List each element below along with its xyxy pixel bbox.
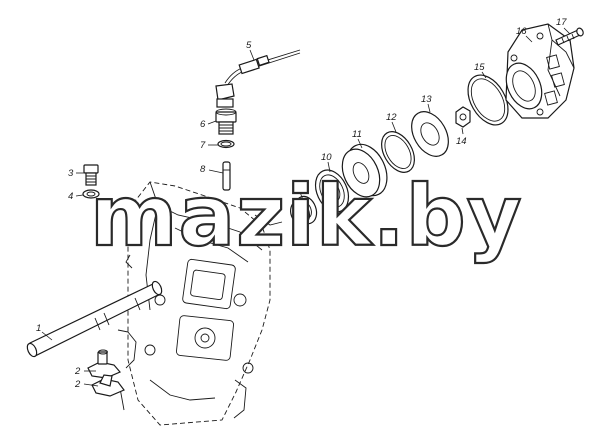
sensor-cable-part-5 <box>215 49 301 108</box>
shift-rod-part-1 <box>26 280 163 358</box>
callout-16: 16 <box>516 26 527 37</box>
o-ring-part-15 <box>467 74 509 126</box>
callout-labels: 1 2 2 3 4 5 6 7 8 9 10 11 12 13 14 15 16… <box>36 17 567 390</box>
disc-part-11 <box>341 143 388 198</box>
callout-17: 17 <box>556 17 567 28</box>
bearing-part-9 <box>289 195 318 226</box>
callout-5: 5 <box>246 40 252 51</box>
fork-part-2-lower <box>91 374 125 397</box>
callout-8: 8 <box>200 164 206 175</box>
callout-11: 11 <box>352 129 362 140</box>
o-ring-part-7 <box>217 139 235 149</box>
callout-2-lower: 2 <box>74 379 81 390</box>
callout-6: 6 <box>200 119 206 130</box>
callout-4: 4 <box>68 191 73 202</box>
nut-part-14 <box>455 106 471 128</box>
watermark-text: mazik.by <box>90 167 523 265</box>
pin-part-8 <box>222 161 231 191</box>
plug-part-3 <box>83 164 99 186</box>
callout-3: 3 <box>68 168 74 179</box>
callout-14: 14 <box>456 136 467 147</box>
gearbox-housing <box>107 181 283 426</box>
fork-part-2-upper <box>87 349 121 379</box>
cover-part-16 <box>505 23 575 119</box>
callout-15: 15 <box>474 62 485 73</box>
callout-10: 10 <box>321 152 332 163</box>
callout-1: 1 <box>36 323 41 334</box>
callout-2-upper: 2 <box>74 366 81 377</box>
ring-part-12 <box>381 131 415 173</box>
sensor-part-6 <box>215 108 237 135</box>
callout-12: 12 <box>386 112 397 123</box>
bolt-part-17 <box>555 27 584 46</box>
callout-7: 7 <box>200 140 206 151</box>
leader-lines <box>41 27 571 387</box>
seal-part-10 <box>314 169 350 213</box>
disc-part-13 <box>411 111 449 157</box>
callout-9: 9 <box>296 182 302 193</box>
washer-part-4 <box>82 189 100 199</box>
callout-13: 13 <box>421 94 432 105</box>
